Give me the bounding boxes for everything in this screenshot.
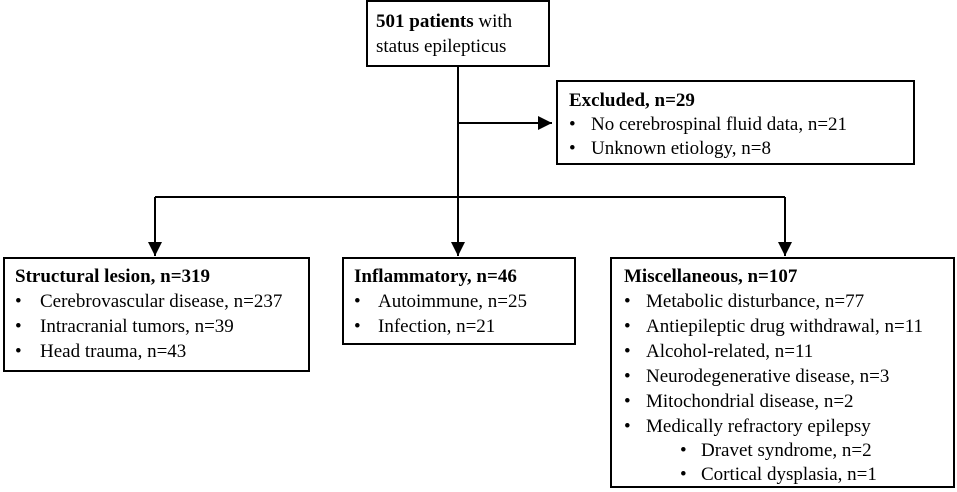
structural-item-3: Head trauma, n=43: [40, 341, 187, 362]
structural-item-2: Intracranial tumors, n=39: [40, 316, 234, 337]
inflammatory-bullet-2: •: [354, 316, 361, 337]
structural-bullet-3: •: [15, 341, 22, 362]
excluded-item-1: No cerebrospinal fluid data, n=21: [591, 114, 848, 135]
misc-subitem-2: Cortical dysplasia, n=1: [701, 464, 877, 485]
structural-bullet-2: •: [15, 316, 22, 337]
misc-item-4: Neurodegenerative disease, n=3: [646, 366, 890, 387]
inflammatory-bullet-1: •: [354, 291, 361, 312]
patients-with: with: [473, 11, 513, 32]
misc-item-2: Antiepileptic drug withdrawal, n=11: [646, 316, 924, 337]
patients-line-2: status epilepticus: [376, 36, 507, 57]
misc-subbullet-1: •: [680, 440, 687, 461]
inflammatory-item-1: Autoimmune, n=25: [378, 291, 527, 312]
excluded-bullet-1: •: [569, 114, 576, 135]
structural-item-1: Cerebrovascular disease, n=237: [40, 291, 283, 312]
misc-subitem-1: Dravet syndrome, n=2: [701, 440, 872, 461]
misc-bullet-3: •: [624, 341, 631, 362]
structural-title: Structural lesion, n=319: [15, 266, 211, 287]
inflammatory-item-2: Infection, n=21: [378, 316, 496, 337]
misc-bullet-6: •: [624, 416, 631, 437]
structural-lesion-box: Structural lesion, n=319 • Cerebrovascul…: [3, 257, 310, 372]
inflammatory-title: Inflammatory, n=46: [354, 266, 517, 287]
misc-bullet-1: •: [624, 291, 631, 312]
structural-bullet-1: •: [15, 291, 22, 312]
misc-item-1: Metabolic disturbance, n=77: [646, 291, 865, 312]
inflammatory-box: Inflammatory, n=46 • Autoimmune, n=25 • …: [342, 257, 576, 345]
misc-bullet-2: •: [624, 316, 631, 337]
excluded-title: Excluded, n=29: [569, 90, 695, 111]
miscellaneous-box: Miscellaneous, n=107 • Metabolic disturb…: [610, 257, 955, 488]
misc-bullet-4: •: [624, 366, 631, 387]
excluded-item-2: Unknown etiology, n=8: [591, 138, 771, 159]
patients-line-1: 501 patients with: [376, 11, 512, 33]
misc-item-5: Mitochondrial disease, n=2: [646, 391, 854, 412]
misc-bullet-5: •: [624, 391, 631, 412]
patients-count: 501 patients: [376, 11, 474, 32]
excluded-bullet-2: •: [569, 138, 576, 159]
excluded-box: Excluded, n=29 • No cerebrospinal fluid …: [556, 80, 915, 165]
misc-title: Miscellaneous, n=107: [624, 266, 798, 287]
misc-subbullet-2: •: [680, 464, 687, 485]
misc-item-3: Alcohol-related, n=11: [646, 341, 814, 362]
misc-item-6: Medically refractory epilepsy: [646, 416, 871, 437]
patients-box: 501 patients with status epilepticus: [366, 0, 550, 67]
